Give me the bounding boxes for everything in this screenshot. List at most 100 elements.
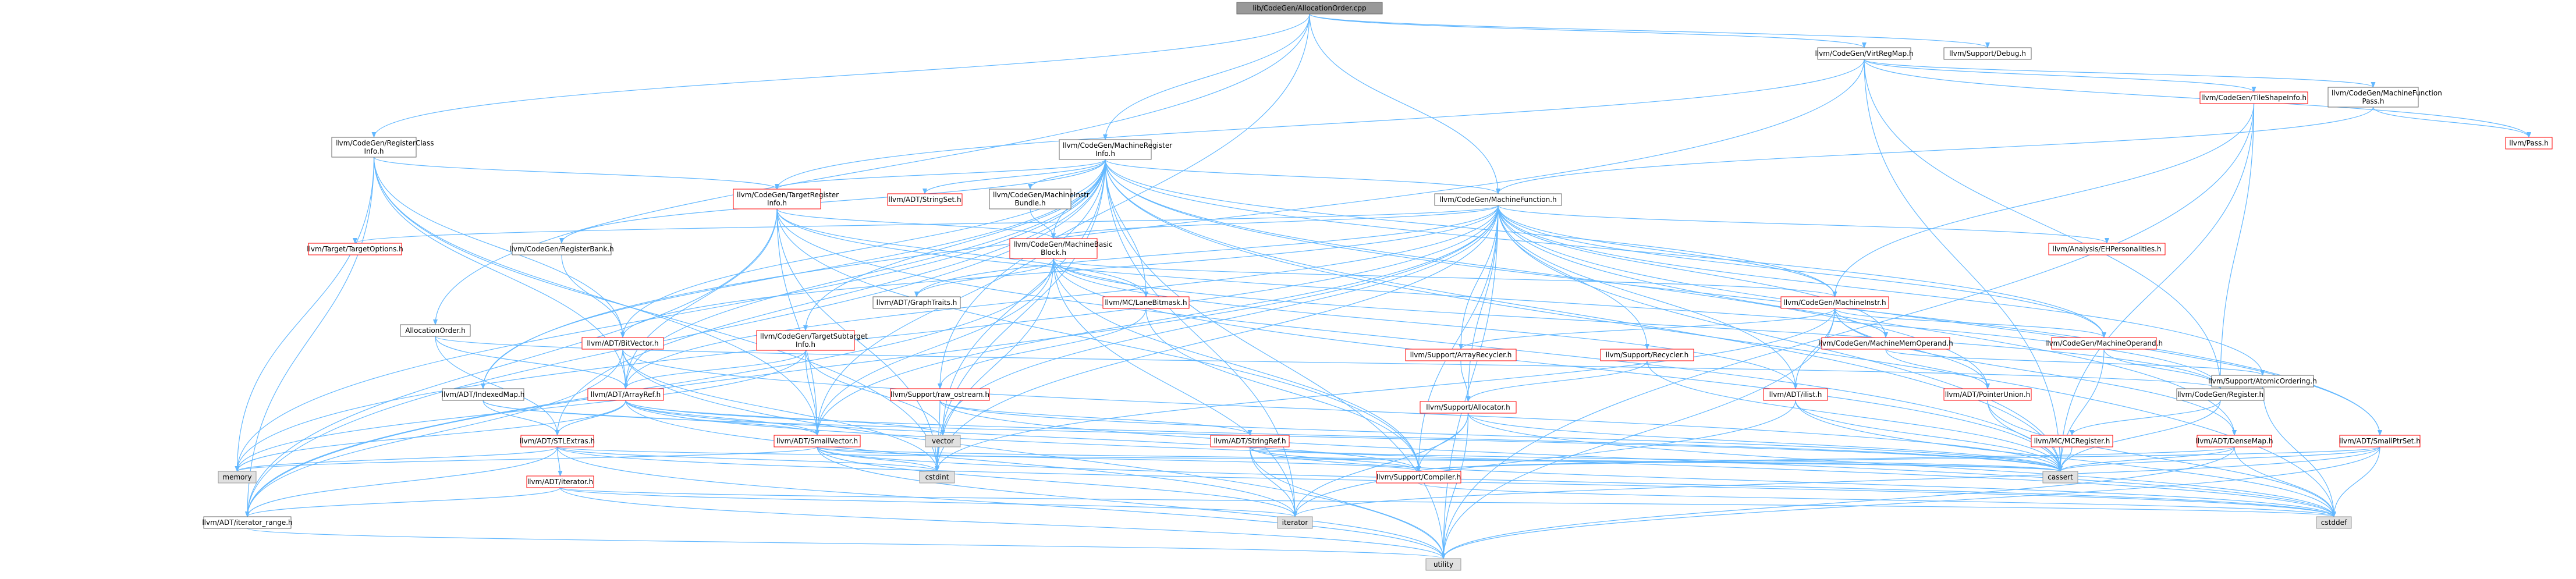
edge-lanebm-to-compiler: [1145, 308, 1421, 472]
edge-stlextras-to-utility: [556, 446, 1446, 559]
edge-smallvec-to-cstdint: [817, 446, 939, 472]
node-tto[interactable]: llvm/Target/TargetOptions.h: [307, 243, 403, 255]
edge-rci-to-smallvec: [373, 157, 819, 436]
node-mf[interactable]: llvm/CodeGen/MachineFunction.h: [1434, 193, 1562, 206]
node-utility[interactable]: utility: [1425, 558, 1461, 571]
node-densemap[interactable]: llvm/ADT/DenseMap.h: [2196, 435, 2273, 447]
node-box: [989, 189, 1071, 209]
node-ehp[interactable]: llvm/Analysis/EHPersonalities.h: [2048, 243, 2166, 255]
node-vrm[interactable]: llvm/CodeGen/VirtRegMap.h: [1815, 47, 1914, 60]
node-indexedmap[interactable]: llvm/ADT/IndexedMap.h: [442, 388, 525, 401]
node-label: Bundle.h: [1014, 199, 1045, 207]
node-ilist[interactable]: llvm/ADT/ilist.h: [1763, 388, 1828, 401]
node-cstddef[interactable]: cstddef: [2316, 516, 2352, 529]
edge-mf-to-mbb: [1051, 205, 1499, 239]
edge-smallvec-to-cstddef: [817, 446, 2336, 517]
node-stringref[interactable]: llvm/ADT/StringRef.h: [1210, 435, 1290, 447]
node-label: llvm/CodeGen/TargetRegister: [737, 191, 839, 199]
edge-mf-to-graphtraits: [914, 205, 1499, 297]
node-smallptrset[interactable]: llvm/ADT/SmallPtrSet.h: [2339, 435, 2421, 447]
edge-smallptrset-to-utility: [1441, 446, 2380, 559]
node-register[interactable]: llvm/CodeGen/Register.h: [2176, 388, 2265, 401]
node-tsi[interactable]: llvm/CodeGen/TileShapeInfo.h: [2199, 91, 2308, 104]
edge-tri-to-register: [776, 208, 2223, 389]
edge-mop-to-cassert: [2058, 349, 2105, 472]
node-compiler[interactable]: llvm/Support/Compiler.h: [1376, 471, 1461, 484]
edge-tri-to-lanebm: [776, 208, 1148, 297]
node-stlextras[interactable]: llvm/ADT/STLExtras.h: [520, 435, 595, 447]
edge-mf-to-memory: [235, 205, 1499, 472]
edge-densemap-to-compiler: [1417, 446, 2235, 472]
node-arrayref[interactable]: llvm/ADT/ArrayRef.h: [587, 388, 664, 401]
node-cassert[interactable]: cassert: [2042, 471, 2078, 484]
edge-rb-to-bitvec: [561, 254, 625, 338]
edge-bitvec-to-iterrange: [245, 349, 623, 517]
node-label: llvm/ADT/PointerUnion.h: [1945, 390, 2031, 399]
node-arecycler[interactable]: llvm/Support/ArrayRecycler.h: [1405, 349, 1517, 361]
node-memory[interactable]: memory: [218, 471, 257, 484]
edge-root-to-vrm: [1309, 13, 1867, 48]
node-rawostream[interactable]: llvm/Support/raw_ostream.h: [890, 388, 990, 401]
node-mcreg[interactable]: llvm/MC/MCRegister.h: [2031, 435, 2113, 447]
node-box: [308, 243, 402, 255]
node-pass[interactable]: llvm/Pass.h: [2505, 137, 2553, 150]
edge-root-to-debug: [1309, 13, 1990, 48]
node-iterrange[interactable]: llvm/ADT/iterator_range.h: [202, 516, 293, 529]
edge-allocorder-to-arrayref: [435, 336, 628, 389]
nodes-layer: lib/CodeGen/AllocationOrder.cppAllocatio…: [202, 2, 2553, 571]
node-allocorder[interactable]: AllocationOrder.h: [400, 324, 471, 337]
edge-root-to-rawostream: [938, 13, 1310, 389]
node-iterator[interactable]: iterator: [1277, 516, 1313, 529]
node-box: [1434, 193, 1562, 206]
node-box: [887, 193, 963, 206]
edge-mi-to-cstdint: [935, 308, 1836, 472]
node-mop[interactable]: llvm/CodeGen/MachineOperand.h: [2045, 337, 2163, 350]
edge-mf-to-mop: [1498, 205, 2106, 338]
node-adtiter[interactable]: llvm/ADT/iterator.h: [526, 475, 594, 488]
node-rb[interactable]: llvm/CodeGen/RegisterBank.h: [509, 243, 614, 255]
node-ptrunion[interactable]: llvm/ADT/PointerUnion.h: [1943, 388, 2032, 401]
node-debug[interactable]: llvm/Support/Debug.h: [1943, 47, 2032, 60]
edge-iterrange-to-utility: [247, 528, 1446, 559]
edge-mbb-to-compiler: [1053, 258, 1421, 472]
node-atomic[interactable]: llvm/Support/AtomicOrdering.h: [2208, 375, 2317, 388]
node-allocator[interactable]: llvm/Support/Allocator.h: [1420, 401, 1517, 414]
edge-allocator-to-cassert: [1467, 413, 2063, 472]
node-box: [872, 296, 961, 309]
node-lanebm[interactable]: llvm/MC/LaneBitmask.h: [1102, 296, 1190, 309]
node-root[interactable]: lib/CodeGen/AllocationOrder.cpp: [1236, 2, 1383, 15]
node-box: [1102, 296, 1190, 309]
node-recycler[interactable]: llvm/Support/Recycler.h: [1600, 349, 1694, 361]
node-bitvec[interactable]: llvm/ADT/BitVector.h: [581, 337, 664, 350]
edge-allocorder-to-register: [435, 336, 2223, 389]
node-label: Info.h: [364, 147, 384, 155]
node-mmo[interactable]: llvm/CodeGen/MachineMemOperand.h: [1818, 337, 1953, 350]
edge-rci-to-arrayref: [373, 157, 628, 389]
node-strset[interactable]: llvm/ADT/StringSet.h: [887, 193, 963, 206]
edge-mi-to-mop: [1834, 308, 2106, 338]
node-box: [1376, 471, 1461, 484]
edge-mri-to-mib: [1028, 159, 1106, 190]
node-box: [1236, 2, 1383, 15]
node-box: [2339, 435, 2421, 447]
node-box: [400, 324, 471, 337]
node-box: [1780, 296, 1889, 309]
edge-atomic-to-cstddef: [2262, 386, 2336, 517]
node-cstdint[interactable]: cstdint: [919, 471, 955, 484]
node-smallvec[interactable]: llvm/ADT/SmallVector.h: [773, 435, 861, 447]
edge-mop-to-register: [2103, 349, 2223, 389]
node-box: [2197, 435, 2272, 447]
node-box: [2211, 375, 2314, 388]
node-label: llvm/ADT/ArrayRef.h: [591, 390, 661, 399]
node-mi[interactable]: llvm/CodeGen/MachineInstr.h: [1780, 296, 1889, 309]
node-vector[interactable]: vector: [925, 435, 961, 447]
node-graphtraits[interactable]: llvm/ADT/GraphTraits.h: [872, 296, 961, 309]
